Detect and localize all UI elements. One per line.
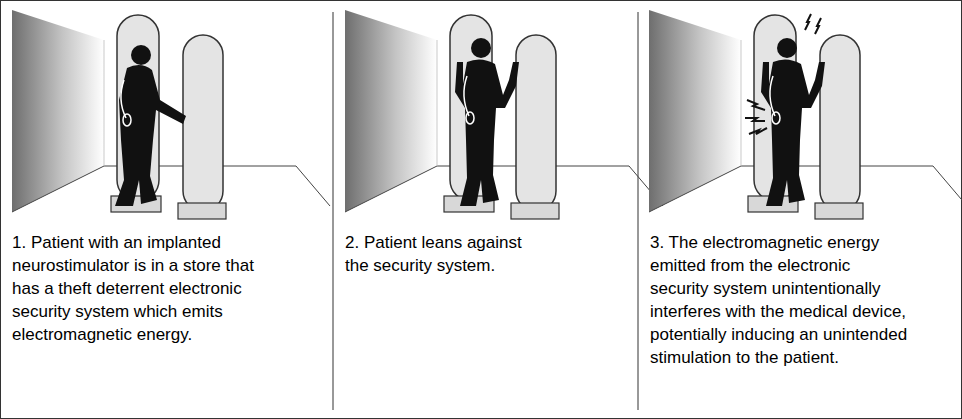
panel-box: 2. Patient leans against the security sy… bbox=[333, 0, 638, 419]
panel-caption: 3. The electromagnetic energy emitted fr… bbox=[650, 231, 910, 369]
panel-caption: 2. Patient leans against the security sy… bbox=[345, 231, 535, 277]
panel-caption: 1. Patient with an implanted neurostimul… bbox=[12, 231, 274, 346]
panel-box: 1. Patient with an implanted neurostimul… bbox=[0, 0, 333, 419]
panel-box: 3. The electromagnetic energy emitted fr… bbox=[638, 0, 962, 419]
